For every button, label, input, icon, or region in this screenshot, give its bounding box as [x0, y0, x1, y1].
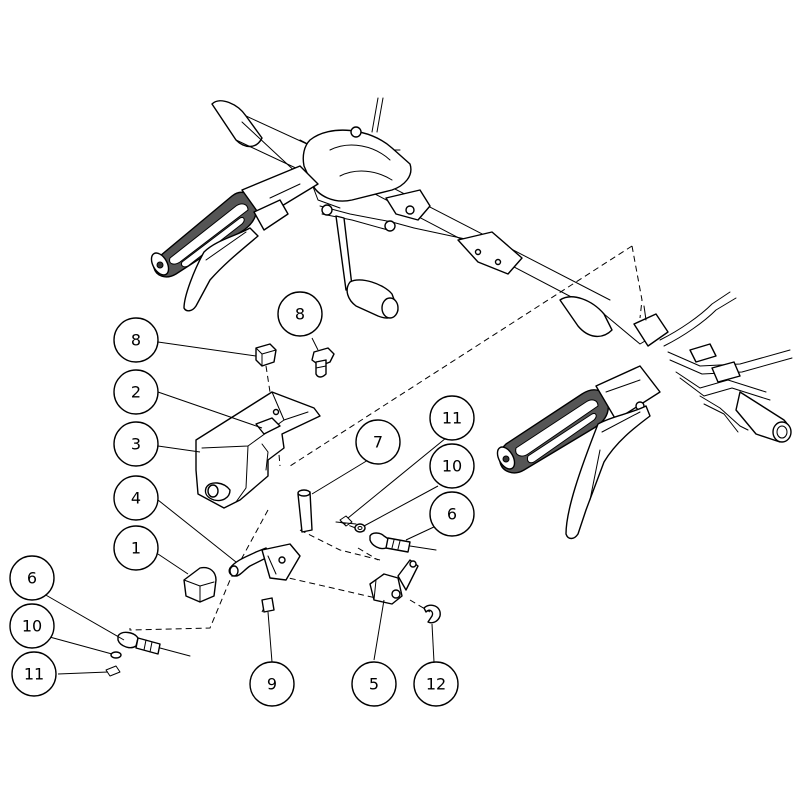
- callout-6-right: 6: [429, 491, 475, 537]
- callout-7: 7: [355, 419, 401, 465]
- callout-2: 2: [113, 369, 159, 415]
- callout-8-left: 8: [113, 317, 159, 363]
- callout-label: 10: [22, 617, 42, 636]
- handlebar-assembly: [150, 97, 793, 540]
- part-5-bracket: [369, 559, 419, 605]
- callout-11-left: 11: [11, 651, 57, 697]
- part-8-bolt-left: [255, 343, 277, 367]
- callout-12: 12: [413, 661, 459, 707]
- callout-label: 2: [131, 383, 141, 402]
- callout-label: 6: [27, 569, 37, 588]
- part-6-left-cable-end: [117, 631, 191, 657]
- exploded-parts: [105, 343, 441, 677]
- part-11-left: [105, 665, 121, 677]
- part-4-lever: [228, 543, 301, 581]
- callout-label: 5: [369, 675, 379, 694]
- callout-9: 9: [249, 661, 295, 707]
- callout-label: 3: [131, 435, 141, 454]
- part-7-pin: [297, 489, 313, 533]
- callout-label: 6: [447, 505, 457, 524]
- part-10-left: [110, 651, 122, 659]
- part-10-right: [354, 523, 366, 533]
- callout-label: 7: [373, 433, 383, 452]
- leader-lines: [43, 337, 447, 675]
- callout-8-top: 8: [277, 291, 323, 337]
- part-11-right: [335, 515, 357, 527]
- callout-4: 4: [113, 475, 159, 521]
- part-12-clip: [423, 604, 441, 624]
- callout-6-left: 6: [9, 555, 55, 601]
- callout-label: 1: [131, 539, 141, 558]
- part-6-right-cable-end: [369, 532, 437, 553]
- callout-1: 1: [113, 525, 159, 571]
- callout-label: 10: [442, 457, 462, 476]
- callout-label: 12: [426, 675, 446, 694]
- part-3-bracket: [195, 391, 321, 509]
- callout-5: 5: [351, 661, 397, 707]
- callout-label: 11: [24, 665, 44, 684]
- part-8-bolt-top: [311, 347, 335, 378]
- part-1-knob: [183, 566, 217, 603]
- callout-10-right: 10: [429, 443, 475, 489]
- callout-label: 9: [267, 675, 277, 694]
- callout-label: 8: [295, 305, 305, 324]
- callout-label: 8: [131, 331, 141, 350]
- callout-3: 3: [113, 421, 159, 467]
- callout-11-right: 11: [429, 395, 475, 441]
- callout-label: 4: [131, 489, 141, 508]
- callout-10-left: 10: [9, 603, 55, 649]
- part-9-bushing: [261, 597, 275, 613]
- callout-label: 11: [442, 409, 462, 428]
